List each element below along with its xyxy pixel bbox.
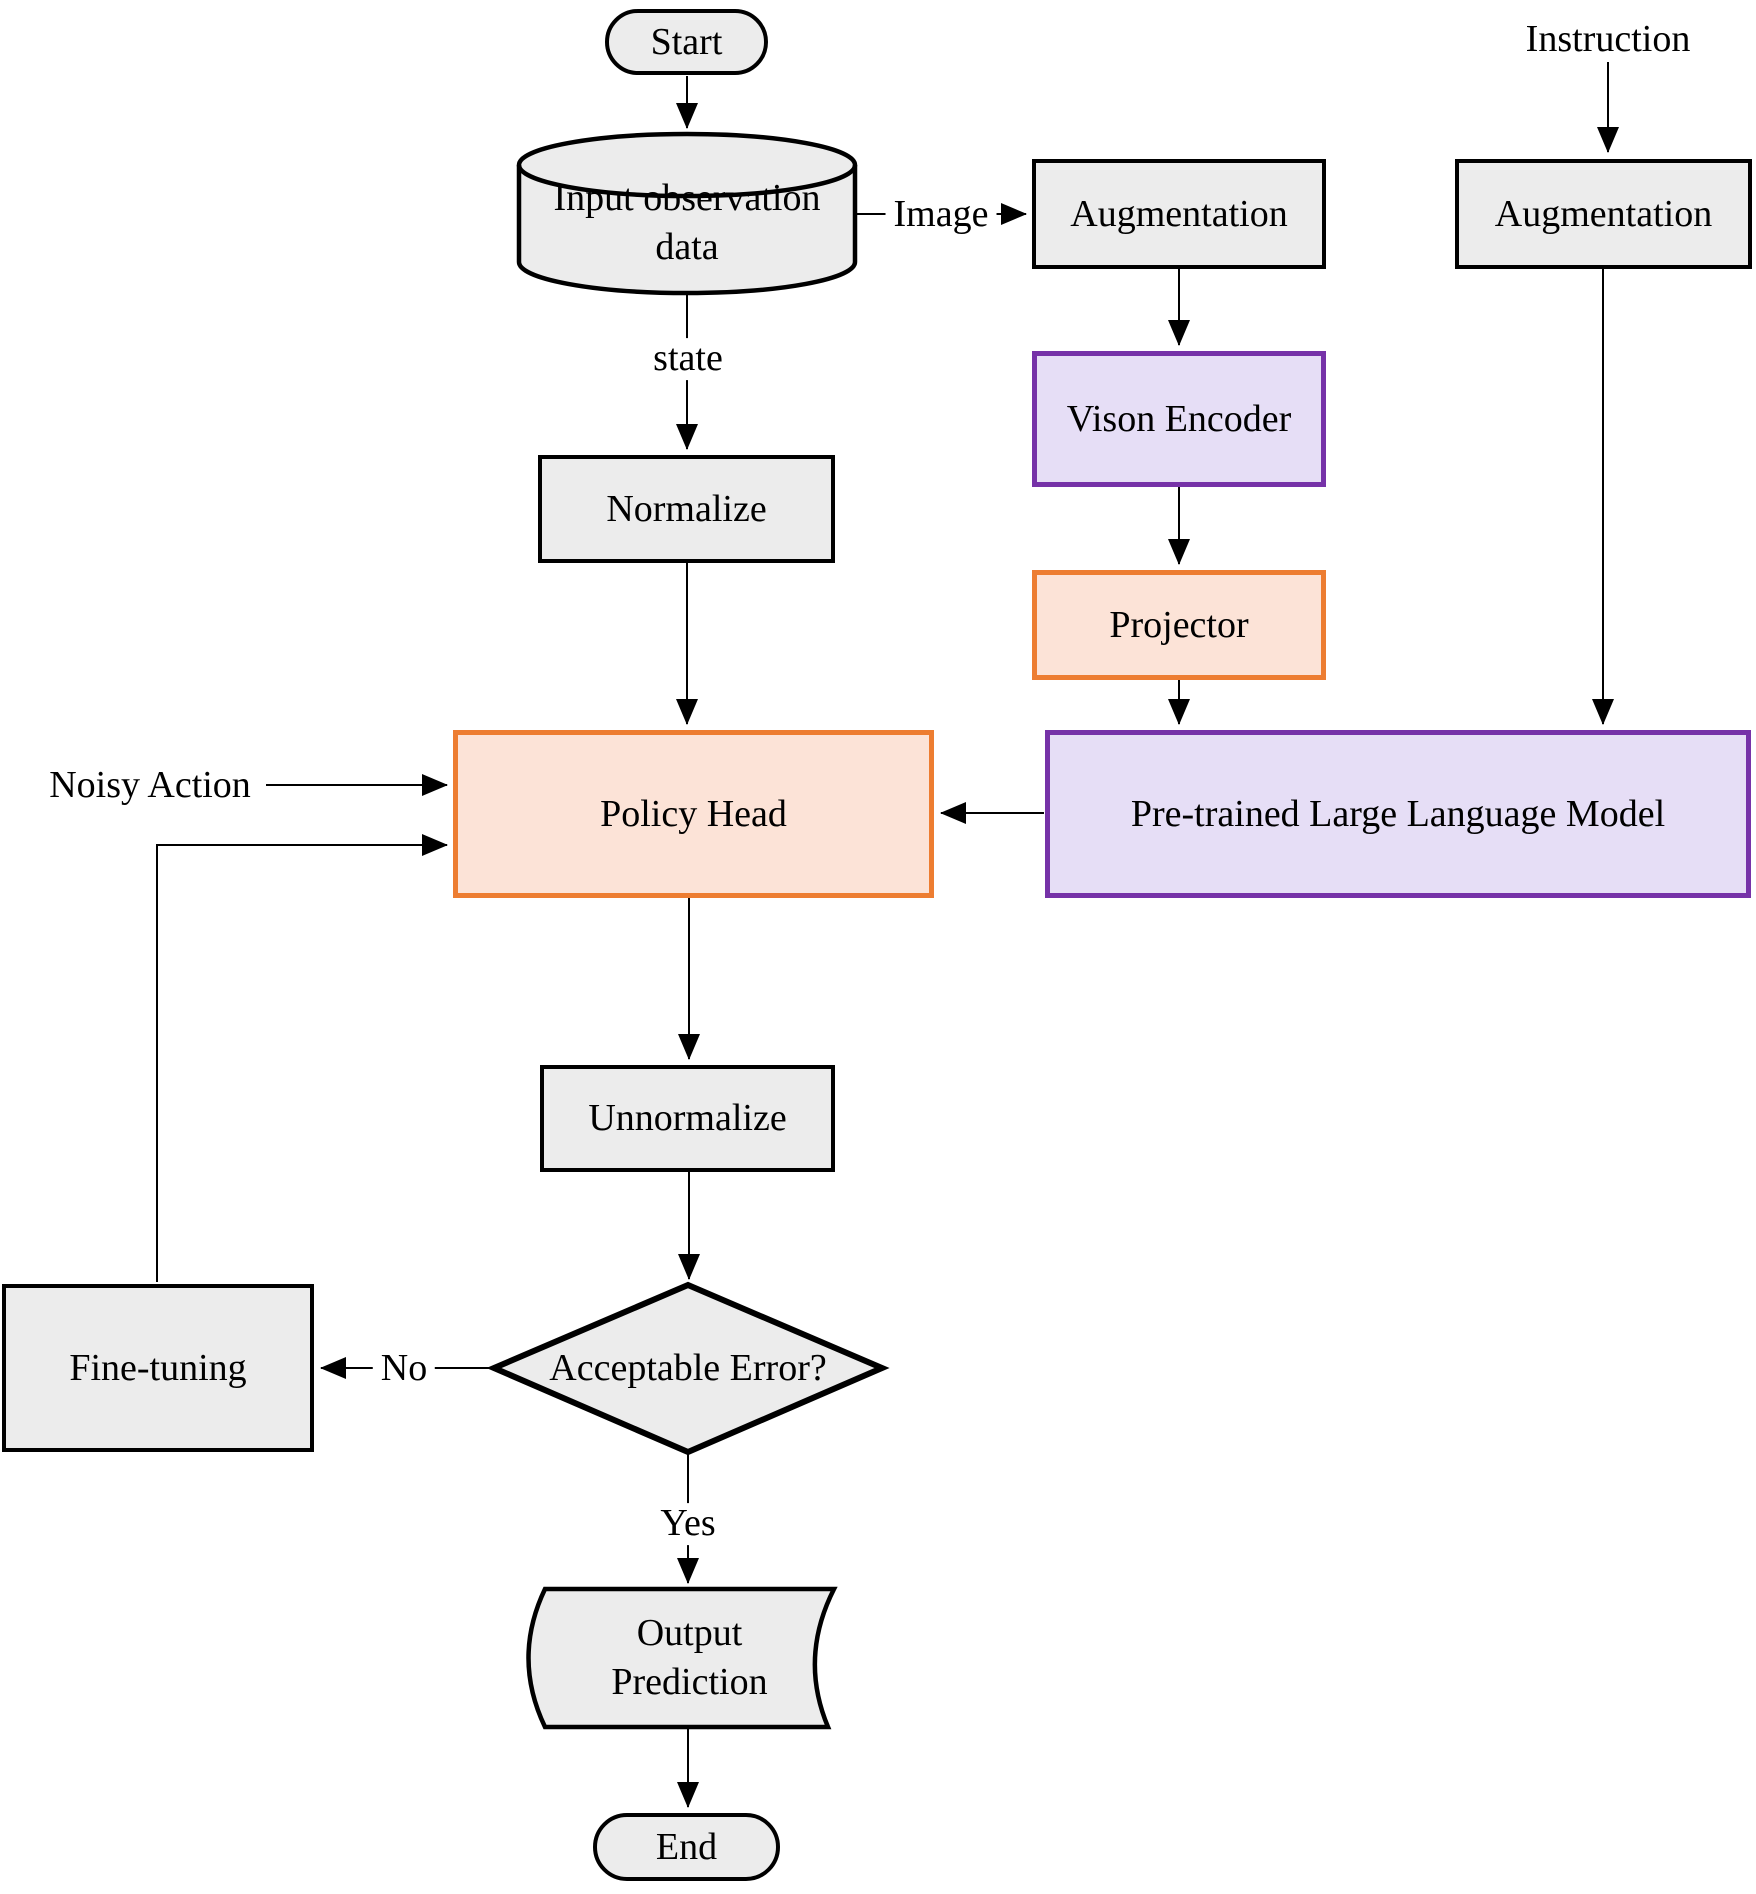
augmentation-instruction-label: Augmentation xyxy=(1494,192,1713,235)
decision-diamond xyxy=(486,1281,890,1456)
unnormalize-box: Unnormalize xyxy=(540,1065,835,1172)
fine-tuning-label: Fine-tuning xyxy=(69,1346,247,1389)
start-label: Start xyxy=(650,20,723,63)
input-data-label: Input observation data xyxy=(553,177,821,268)
normalize-box: Normalize xyxy=(538,455,835,563)
start-node: Start xyxy=(605,9,768,75)
edge-label-no: No xyxy=(372,1347,436,1390)
decision-label: Acceptable Error? xyxy=(549,1347,827,1390)
end-node: End xyxy=(593,1813,780,1881)
edge-label-state: state xyxy=(645,337,731,380)
unnormalize-label: Unnormalize xyxy=(588,1097,787,1140)
vison-encoder-box: Vison Encoder xyxy=(1032,351,1326,487)
input-data-cylinder xyxy=(516,131,858,296)
vison-encoder-label: Vison Encoder xyxy=(1066,397,1292,440)
llm-label: Pre-trained Large Language Model xyxy=(1130,792,1666,835)
augmentation-image-label: Augmentation xyxy=(1070,192,1288,235)
fine-tuning-box: Fine-tuning xyxy=(2,1284,314,1452)
noisy-action-label: Noisy Action xyxy=(49,764,251,807)
policy-head-box: Policy Head xyxy=(453,730,934,898)
instruction-label: Instruction xyxy=(1525,18,1691,61)
edge-fine-tuning-to-policy-head xyxy=(156,834,448,1282)
projector-label: Projector xyxy=(1109,603,1249,646)
output-prediction-label: Output Prediction xyxy=(611,1612,768,1703)
input-data-cylinder-rim xyxy=(516,164,858,199)
llm-box: Pre-trained Large Language Model xyxy=(1045,730,1751,898)
output-prediction-shape xyxy=(526,1586,838,1730)
policy-head-label: Policy Head xyxy=(600,792,787,835)
augmentation-instruction-box: Augmentation xyxy=(1455,159,1752,269)
end-label: End xyxy=(655,1825,718,1868)
edge-label-yes: Yes xyxy=(652,1502,724,1545)
edge-label-image: Image xyxy=(885,193,997,236)
normalize-label: Normalize xyxy=(606,487,767,530)
augmentation-image-box: Augmentation xyxy=(1032,159,1326,269)
projector-box: Projector xyxy=(1032,570,1326,680)
